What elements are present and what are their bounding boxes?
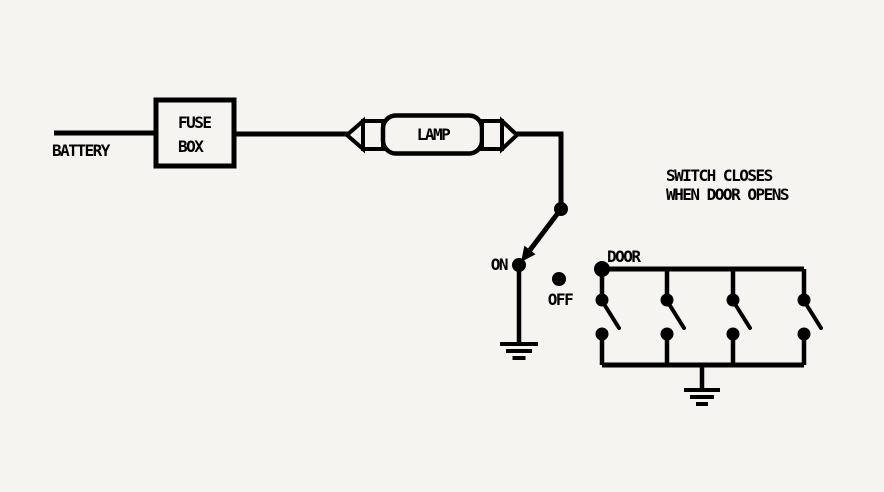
ground-symbol-right xyxy=(684,388,720,406)
off-contact xyxy=(552,272,566,286)
lamp-symbol: LAMP xyxy=(343,113,520,156)
door-switch-4-arm xyxy=(804,302,823,330)
ground-symbol-left xyxy=(500,342,538,360)
off-label: OFF xyxy=(548,290,573,309)
lamp-right-cap xyxy=(480,119,504,151)
door-switch-2-lower-contact xyxy=(660,327,674,341)
door-switch-bank: DOOR xyxy=(594,247,823,406)
door-switch-4 xyxy=(797,269,823,365)
door-switch-3 xyxy=(726,269,752,365)
annotation-note: SWITCH CLOSES WHEN DOOR OPENS xyxy=(666,166,790,204)
fuse-box-label-line1: FUSE xyxy=(178,113,211,132)
door-switch-1 xyxy=(595,269,621,365)
door-switch-3-lower-contact xyxy=(726,327,740,341)
door-switch-2 xyxy=(660,269,686,365)
fuse-box-outline xyxy=(153,97,237,169)
note-line1: SWITCH CLOSES xyxy=(666,166,773,185)
door-switch-4-lower-contact xyxy=(797,327,811,341)
switch-arm xyxy=(528,207,563,252)
door-label: DOOR xyxy=(607,247,641,266)
switch-arm-arrowhead-icon xyxy=(521,245,536,262)
door-switch-1-lower-contact xyxy=(595,327,609,341)
lamp-switch: ON OFF xyxy=(491,202,575,360)
door-switch-3-arm xyxy=(733,302,752,330)
lamp-left-cap xyxy=(361,119,385,151)
note-line2: WHEN DOOR OPENS xyxy=(666,185,789,204)
on-label: ON xyxy=(491,255,508,274)
battery-branch: BATTERY xyxy=(52,130,158,160)
fuse-box-label-line2: BOX xyxy=(178,137,204,156)
lamp-left-tip xyxy=(343,116,365,154)
door-switch-2-arm xyxy=(667,302,686,330)
fuse-box: FUSE BOX xyxy=(153,97,237,169)
door-switch-1-arm xyxy=(602,302,621,330)
lamp-label: LAMP xyxy=(417,125,450,144)
lamp-to-switch-wire xyxy=(516,131,564,206)
lamp-right-tip xyxy=(500,116,520,154)
battery-label: BATTERY xyxy=(52,141,111,160)
